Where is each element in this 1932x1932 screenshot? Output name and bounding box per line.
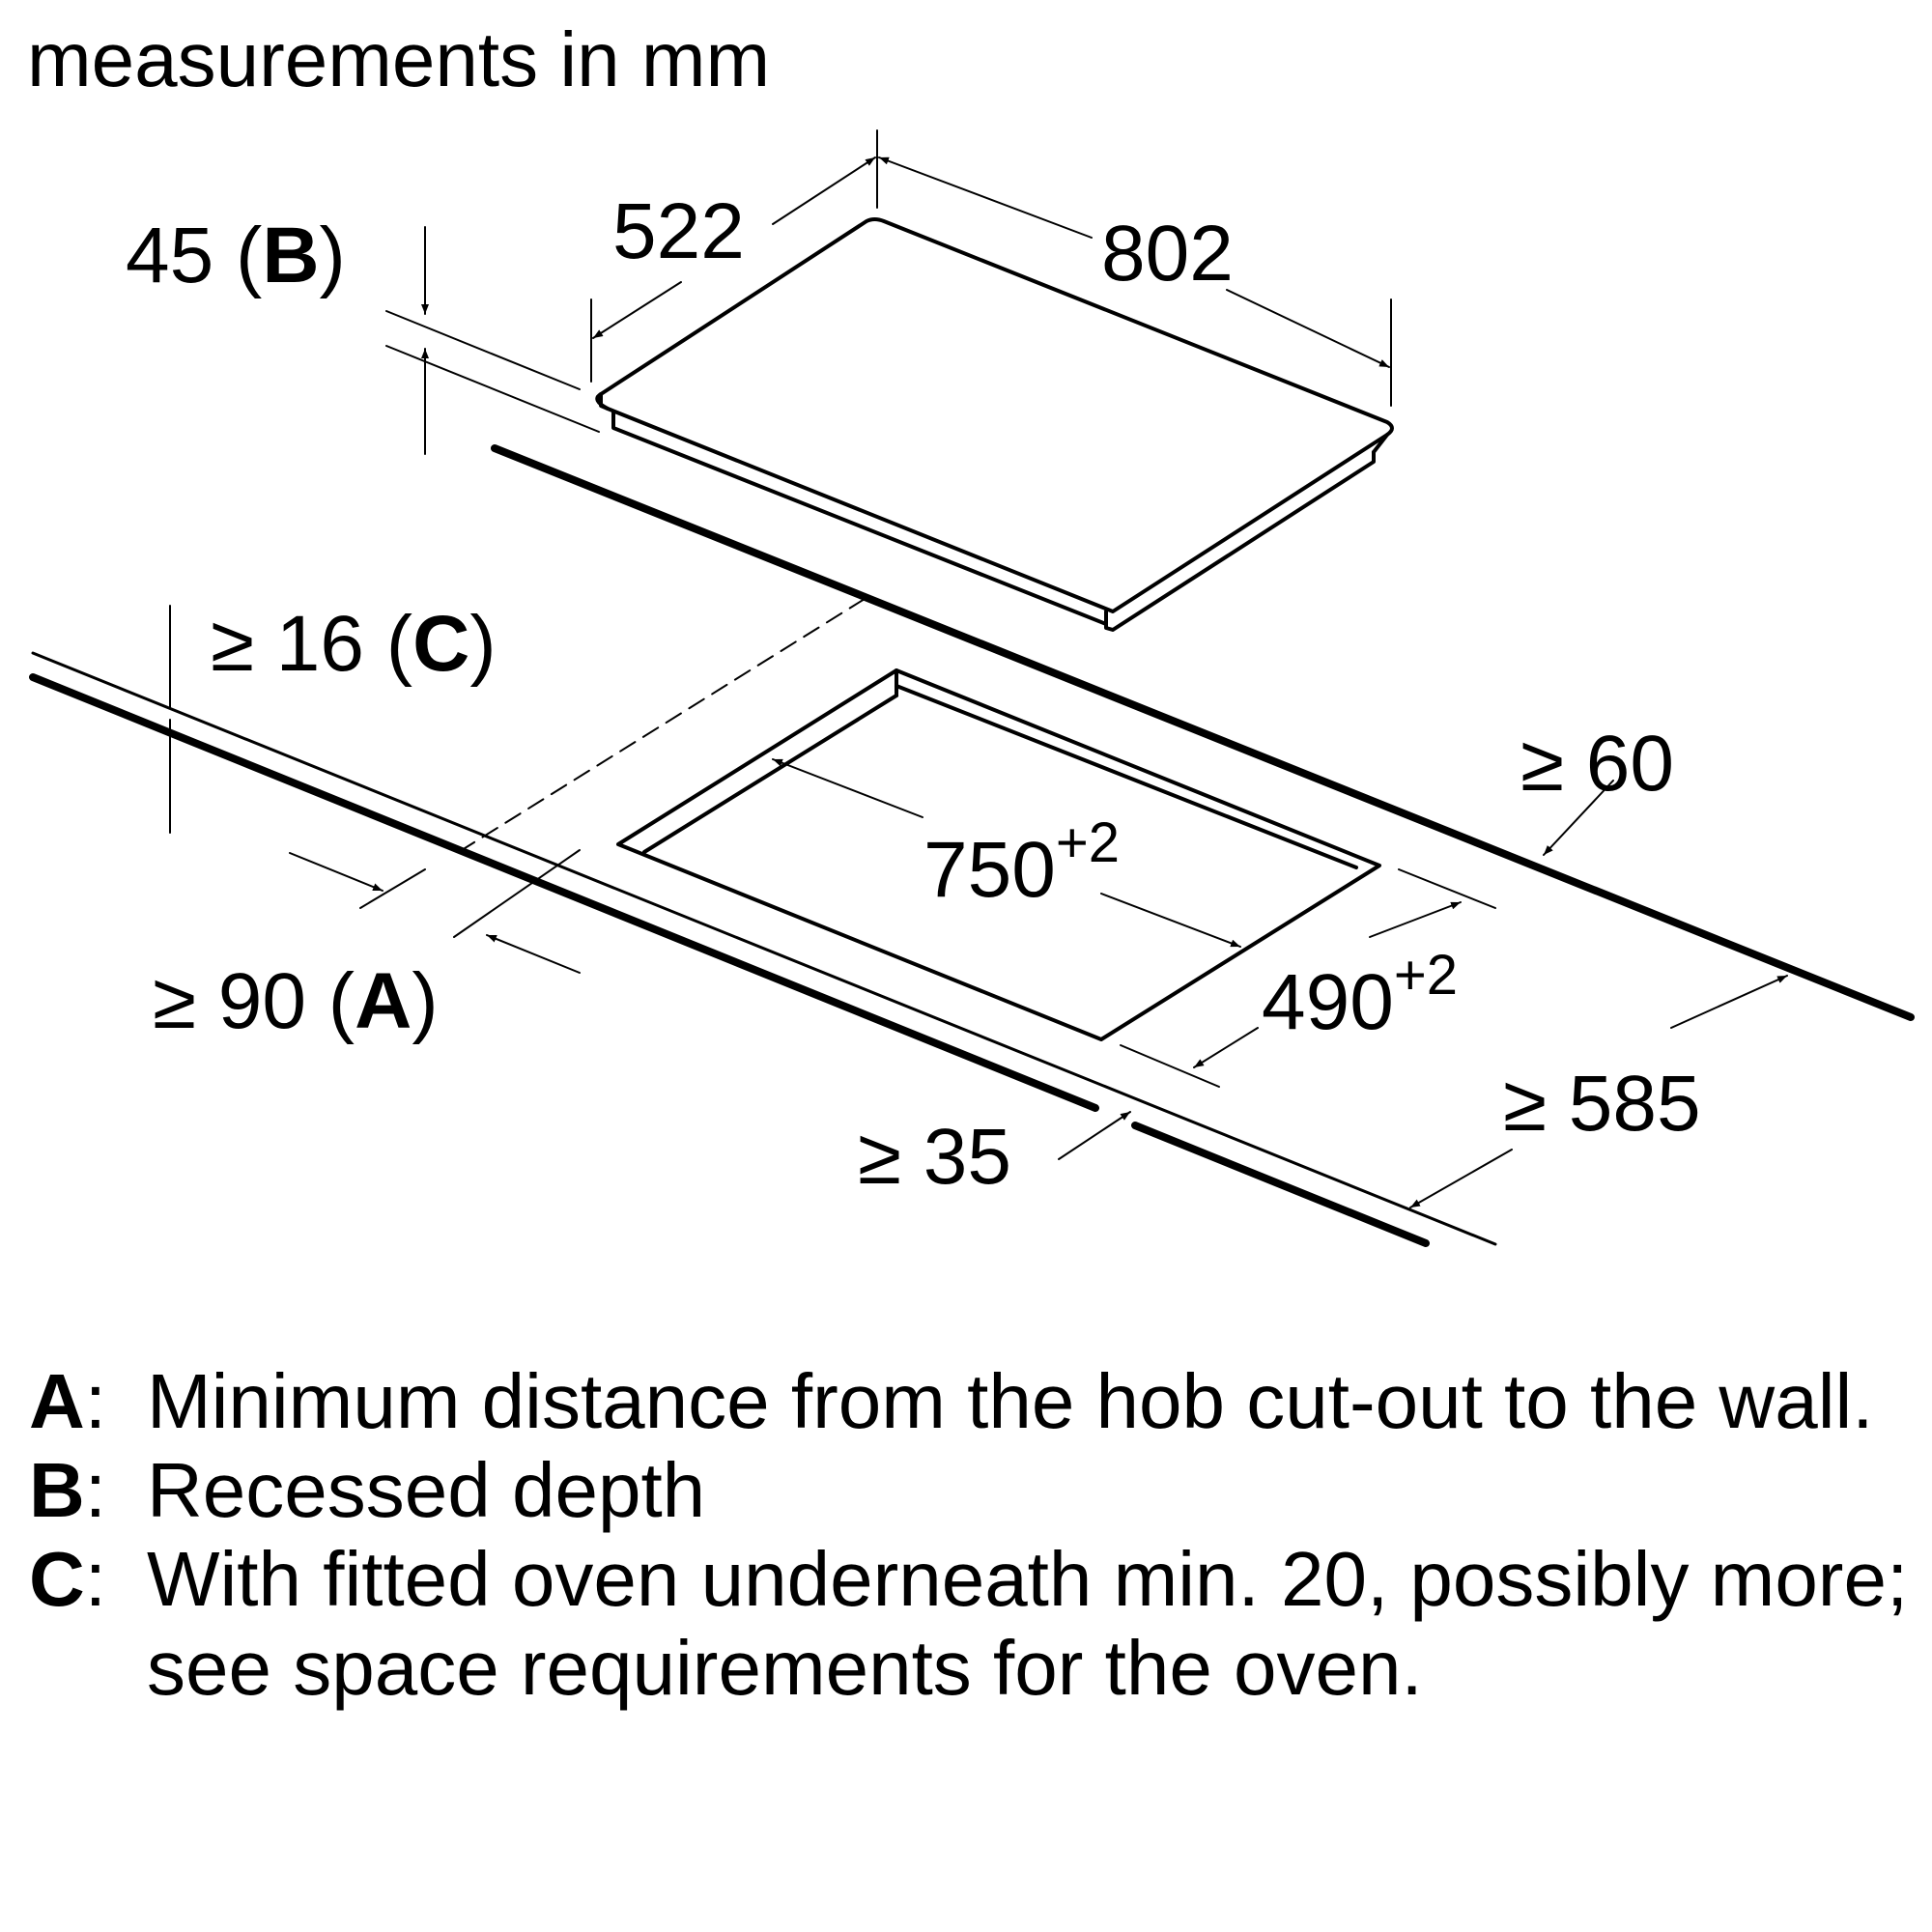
cutout <box>616 668 1381 1041</box>
label-wall: ≥ 90 (A) <box>153 957 439 1045</box>
dim-height <box>385 226 600 455</box>
label-wall-key: A <box>355 957 412 1045</box>
label-front-gap: ≥ 35 <box>858 1113 1011 1201</box>
dim-back-gap <box>1543 780 1614 856</box>
page-title: measurements in mm <box>27 16 771 102</box>
dim-width <box>878 156 1392 407</box>
legend-item: B: Recessed depth <box>29 1446 1913 1535</box>
legend-text: Recessed depth <box>147 1447 706 1533</box>
label-height: 45 (B) <box>126 212 346 299</box>
dim-cutout-width <box>772 758 1241 948</box>
label-worktop-depth: ≥ 585 <box>1503 1060 1701 1148</box>
dim-cutout-depth <box>1120 868 1496 1088</box>
label-cutout-depth-tol: +2 <box>1394 944 1458 1007</box>
label-cutout-width: 750+2 <box>923 811 1120 914</box>
label-worktop: ≥ 16 (C) <box>211 600 497 688</box>
legend-item: C: With fitted oven underneath min. 20, … <box>29 1535 1913 1713</box>
legend-key: A <box>29 1358 85 1444</box>
hob-body-right <box>1372 433 1389 454</box>
label-worktop-key: C <box>412 600 469 688</box>
label-depth: 522 <box>612 187 745 275</box>
dim-wall <box>289 849 581 974</box>
hob-body-lower <box>1104 450 1376 632</box>
legend-key: B <box>29 1447 85 1533</box>
label-cutout-width-tol: +2 <box>1056 811 1120 874</box>
hob-top-surface <box>595 217 1394 613</box>
worktop-back-edge <box>491 444 1915 1021</box>
worktop-lower-front-edge-right <box>1131 1122 1430 1247</box>
wall-dashed-line <box>453 598 866 856</box>
label-width: 802 <box>1101 210 1234 298</box>
legend-text: With fitted oven underneath min. 20, pos… <box>147 1536 1909 1711</box>
hob-body-left <box>611 411 1108 626</box>
worktop-lower-front-edge-left <box>29 673 1099 1112</box>
label-back-gap: ≥ 60 <box>1520 720 1674 808</box>
legend-key: C <box>29 1536 85 1622</box>
legend: A: Minimum distance from the hob cut-out… <box>29 1357 1913 1713</box>
hob-front-edge <box>599 392 610 411</box>
legend-text: Minimum distance from the hob cut-out to… <box>147 1358 1874 1444</box>
hob <box>595 217 1394 632</box>
legend-item: A: Minimum distance from the hob cut-out… <box>29 1357 1913 1446</box>
dim-depth <box>590 129 878 383</box>
cutout-inner <box>642 684 1358 869</box>
label-height-key: B <box>262 212 319 299</box>
dim-front-gap <box>1058 1111 1131 1160</box>
cutout-outer <box>616 668 1381 1041</box>
dim-worktop <box>169 605 171 834</box>
worktop-top-front-edge <box>31 651 1497 1246</box>
dim-worktop-depth <box>1409 975 1788 1208</box>
label-cutout-depth: 490+2 <box>1262 944 1458 1046</box>
